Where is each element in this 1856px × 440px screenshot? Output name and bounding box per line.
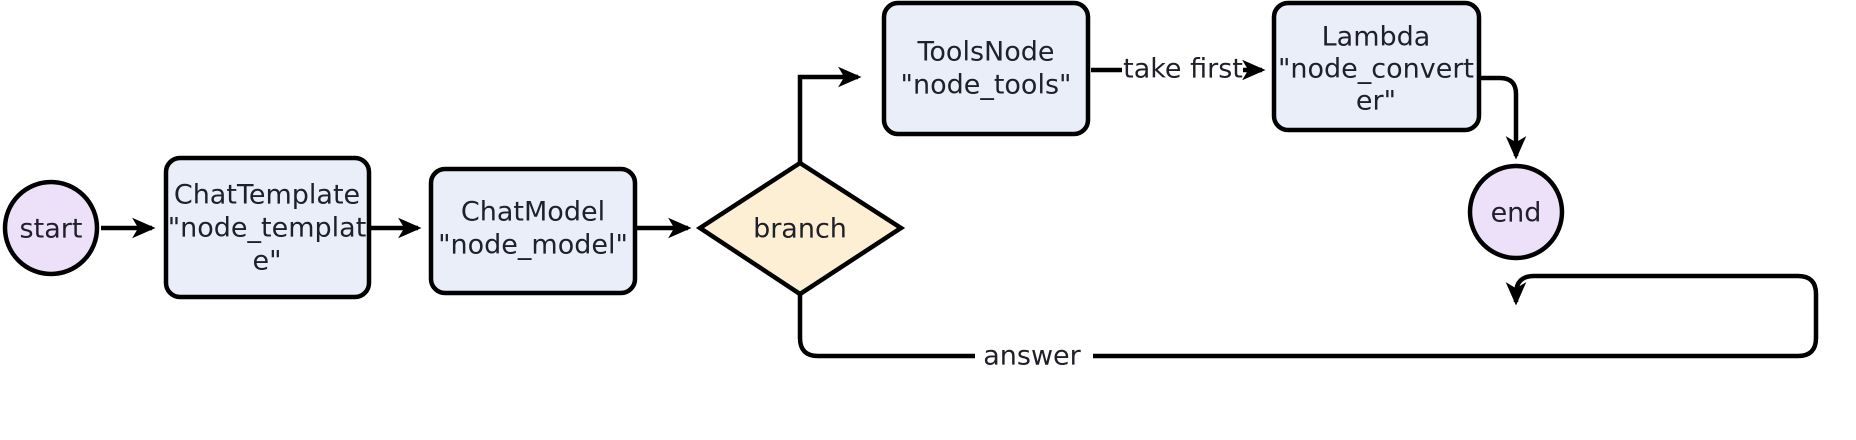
edge-tools-to-lambda: take first (1091, 54, 1266, 85)
branch-diamond-shape[interactable] (695, 160, 906, 297)
chat-template-label-line3: e" (252, 246, 281, 277)
node-start[interactable]: start (2, 179, 100, 277)
lambda-box-shape[interactable] (1271, 0, 1482, 133)
chat-model-label-line2: "node_model" (438, 230, 628, 261)
tools-node-box-shape[interactable] (881, 0, 1091, 137)
edge-line (1481, 75, 1527, 160)
edge-label-take-first: take first (1123, 54, 1243, 85)
end-circle-shape[interactable] (1467, 163, 1565, 261)
edge-label-backdrop (975, 340, 1093, 374)
node-branch[interactable]: branch (695, 160, 906, 297)
branch-label: branch (753, 214, 847, 245)
chat-model-box-shape[interactable] (428, 166, 638, 296)
chat-template-box-shape[interactable] (163, 155, 372, 300)
edge-line (797, 273, 1819, 359)
node-chat-model[interactable]: ChatModel "node_model" (428, 166, 638, 296)
lambda-label-line3: er" (1356, 86, 1396, 117)
node-tools[interactable]: ToolsNode "node_tools" (881, 0, 1091, 137)
start-circle-shape[interactable] (2, 179, 100, 277)
edge-lambda-to-end (1481, 75, 1527, 160)
node-chat-template[interactable]: ChatTemplate "node_templat e" (163, 155, 372, 300)
end-label: end (1491, 198, 1542, 229)
start-label: start (20, 214, 83, 245)
chat-model-label-line1: ChatModel (461, 197, 605, 228)
tools-node-label-line2: "node_tools" (901, 70, 1072, 101)
edge-label-answer: answer (983, 341, 1081, 372)
tools-node-label-line1: ToolsNode (917, 37, 1055, 68)
lambda-label-line2: "node_convert (1278, 54, 1474, 85)
edge-line (797, 66, 862, 163)
edge-branch-to-end: answer (797, 273, 1819, 374)
lambda-label-line1: Lambda (1322, 22, 1431, 53)
node-lambda[interactable]: Lambda "node_convert er" (1271, 0, 1482, 133)
chat-template-label-line1: ChatTemplate (174, 180, 360, 211)
node-end[interactable]: end (1467, 163, 1565, 261)
chat-template-label-line2: "node_templat (168, 213, 367, 244)
